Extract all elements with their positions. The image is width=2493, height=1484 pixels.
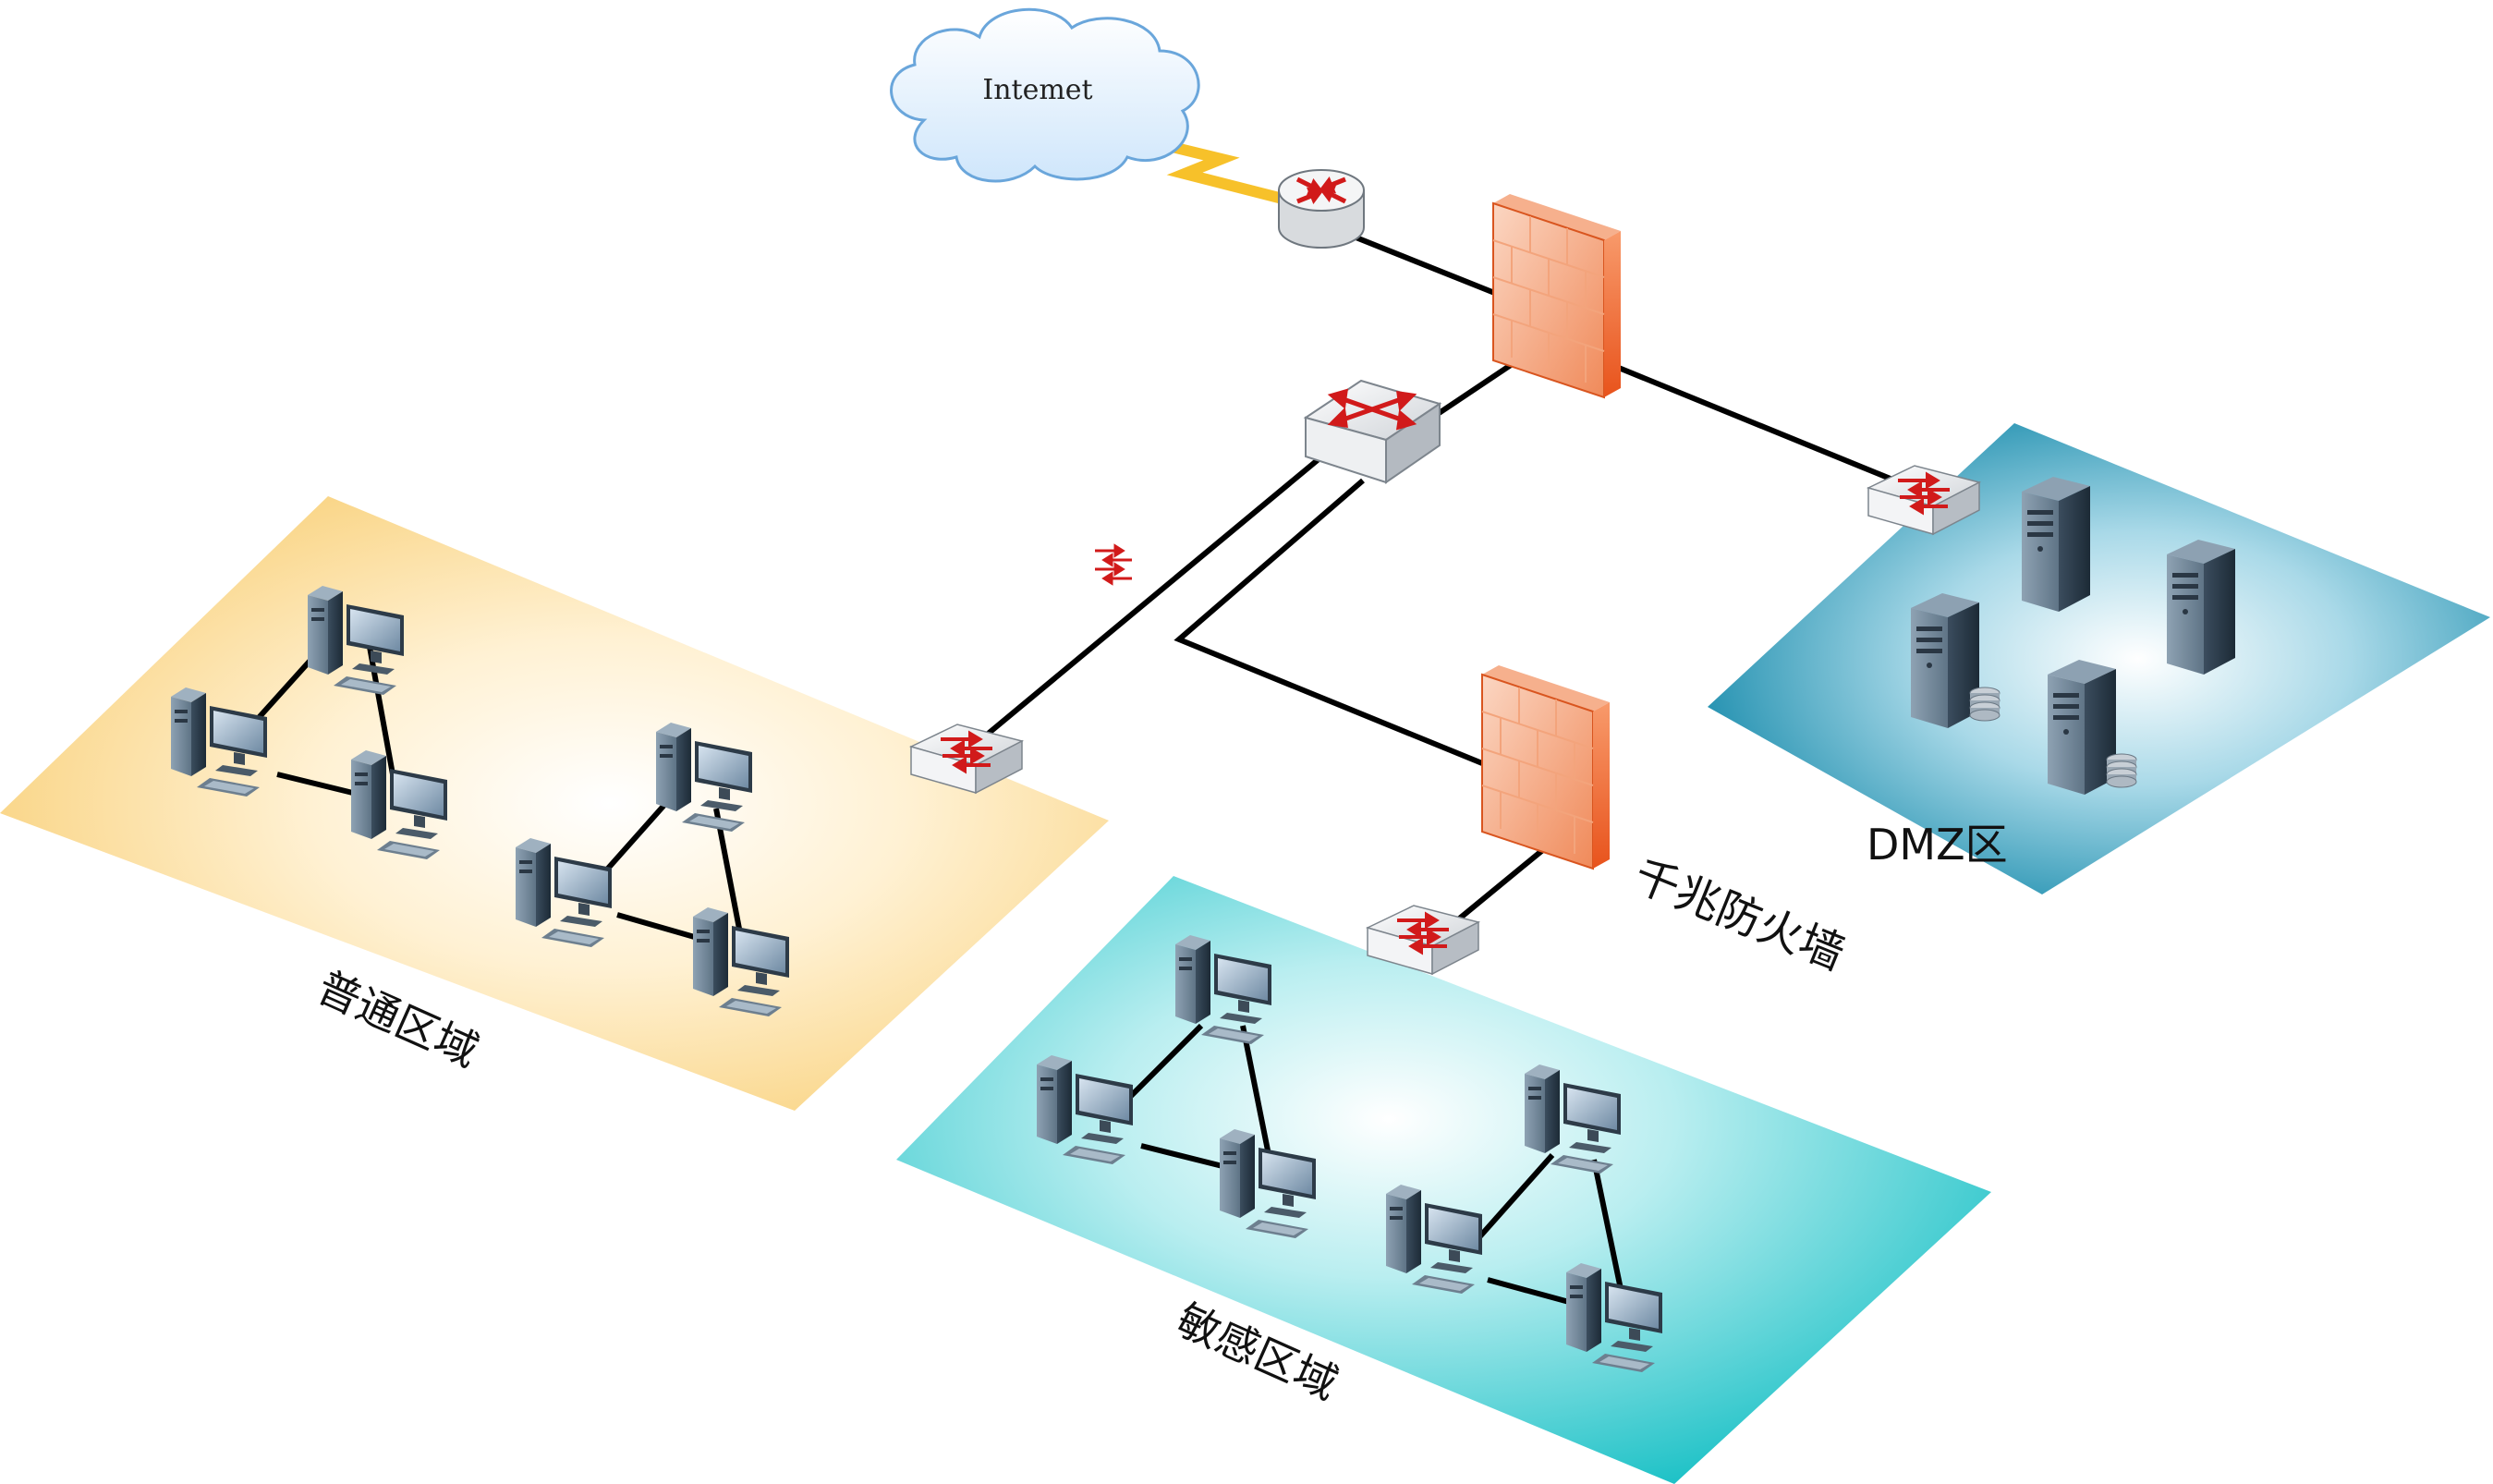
link-core-firewall2 (1174, 478, 1484, 766)
sensitive-zone-platform (896, 876, 1991, 1484)
firewall-icon-gigabit (1481, 664, 1611, 870)
server-tower-icon (1911, 593, 1979, 728)
core-switch-icon (1303, 379, 1442, 484)
wan-lightning-link (1155, 138, 1284, 204)
disk-stack-icon (1969, 687, 2000, 722)
server-tower-icon (2048, 660, 2116, 795)
dmz-zone-label: DMZ区 (1867, 820, 2008, 870)
internet-label: Intemet (982, 74, 1092, 106)
gigabit-firewall-label: 千兆防火墙 (1627, 849, 1853, 980)
link-core-general-switch (979, 452, 1326, 742)
link-firewall-dmz-switch (1587, 353, 1924, 494)
disk-stack-icon (2106, 753, 2137, 788)
cloud-icon (890, 7, 1200, 183)
router-icon (1278, 169, 1365, 249)
switch-arrows-icon (1095, 543, 1132, 586)
server-tower-icon (2167, 540, 2235, 675)
server-tower-icon (2022, 477, 2090, 612)
network-links (979, 226, 1924, 936)
dmz-zone-platform (1708, 423, 2490, 894)
firewall-icon (1492, 193, 1622, 398)
general-zone-platform (0, 496, 1109, 1111)
